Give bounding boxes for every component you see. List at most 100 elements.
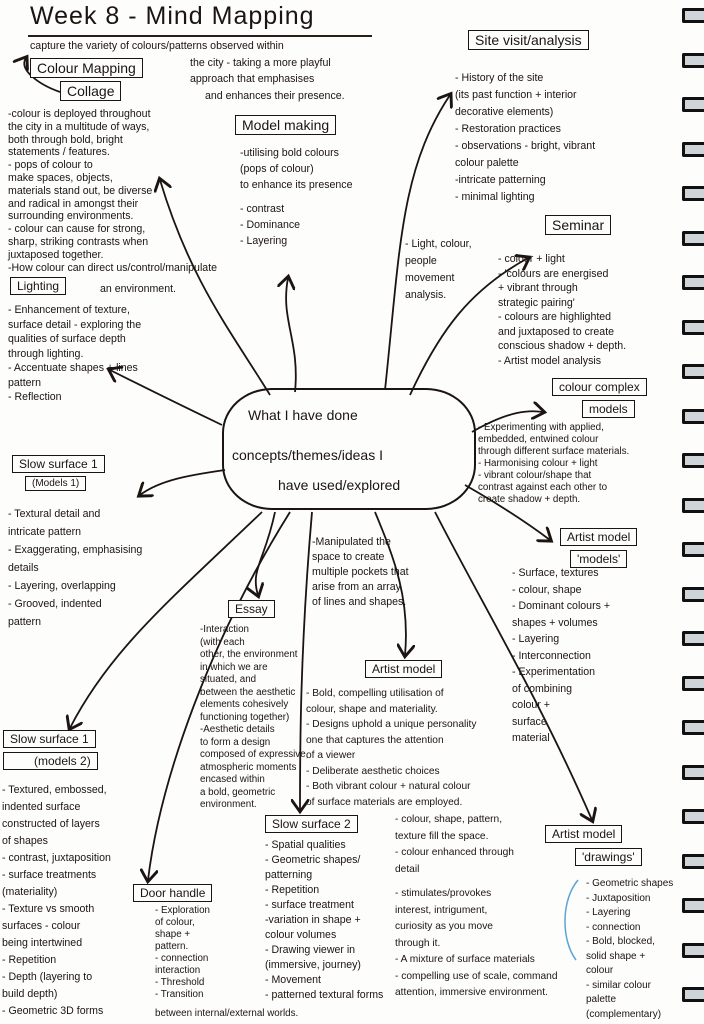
note-line: pattern.	[155, 941, 189, 952]
note-line: - Bold, compelling utilisation of	[306, 688, 444, 699]
note-line: intricate pattern	[8, 526, 82, 538]
note-line: - Accentuate shapes + lines	[8, 362, 138, 374]
note-line: - pops of colour to	[8, 159, 93, 172]
note-line: of a viewer	[306, 750, 356, 761]
binding-ring	[682, 453, 704, 468]
note-line: both through bold, bright	[8, 133, 123, 146]
note-line: one that captures the attention	[306, 734, 444, 746]
note-line: surface detail - exploring the	[8, 318, 142, 331]
intro-line-3: approach that emphasises	[190, 73, 315, 85]
note-line: being intertwined	[2, 937, 83, 949]
note-line: through different surface materials.	[478, 446, 630, 457]
node-slow-surface-1a-sub: (Models 1)	[25, 476, 87, 491]
note-line: to enhance its presence	[240, 179, 353, 191]
binding-ring	[682, 853, 704, 869]
binding-ring	[682, 8, 704, 23]
lighting-notes: - Enhancement of texture, surface detail …	[8, 303, 141, 405]
note-line: composed of expressive,	[200, 749, 309, 760]
binding-ring	[682, 408, 704, 424]
note-line: build depth)	[2, 988, 58, 1000]
connector-colour-mapping	[160, 180, 271, 396]
note-line: surrounding environments.	[8, 210, 134, 223]
seminar-notes: - colour + light- 'colours are energised…	[498, 252, 626, 368]
note-line: - Dominance	[240, 219, 301, 231]
note-line: - Textural detail and	[8, 508, 101, 520]
note-line: - Geometric 3D forms	[2, 1005, 104, 1017]
note-line: (immersive, journey)	[265, 959, 361, 971]
note-line: multiple pockets that	[312, 566, 409, 578]
central-cloud	[222, 388, 476, 510]
note-line: - Enhancement of texture,	[8, 304, 130, 316]
note-line: surface	[512, 715, 547, 728]
note-line: atmospheric moments	[200, 761, 297, 773]
center-line-1: What I have done	[248, 407, 358, 423]
note-line: - Reflection	[8, 391, 62, 403]
note-line: texture fill the space.	[395, 830, 489, 842]
note-line: - Transition	[155, 989, 204, 1000]
note-line: colour +	[512, 699, 550, 711]
note-line: constructed of layers	[2, 818, 100, 830]
note-line: - contrast, juxtaposition	[2, 852, 111, 864]
lighting-note-extra: an environment.	[100, 283, 176, 295]
note-line: - Texture vs smooth	[2, 903, 95, 915]
note-line: and radical in amongst their	[8, 197, 139, 210]
note-line: - Experimenting with applied,	[478, 422, 604, 433]
note-line: people	[405, 255, 437, 267]
note-line: of combining	[512, 682, 573, 695]
binding-ring	[682, 542, 704, 557]
note-line: conscious shadow + depth.	[498, 340, 627, 352]
note-line: -utilising bold colours	[240, 147, 339, 159]
note-line: situated, and	[200, 674, 257, 685]
connector-lighting	[110, 370, 223, 426]
note-line: colour palette	[455, 157, 519, 169]
connector-slow-surface-1b	[70, 511, 263, 728]
connector-artist-model-drawings	[434, 511, 592, 820]
note-line: - Both vibrant colour + natural colour	[306, 781, 471, 792]
node-slow-surface-1b-sub: (models 2)	[3, 752, 98, 770]
note-line: colour volumes	[265, 929, 337, 941]
note-line: - Designs uphold a unique personality	[306, 719, 477, 730]
note-line: - Exploration	[155, 905, 210, 916]
note-line: - Restoration practices	[455, 123, 561, 135]
node-artist-model-drawings: Artist model	[545, 825, 623, 843]
note-line: - Repetition	[265, 884, 320, 896]
binding-ring	[682, 186, 704, 201]
binding-ring	[682, 586, 704, 602]
note-line: in which we are	[200, 661, 268, 673]
note-line: strategic pairing'	[498, 296, 575, 309]
node-colour-complex-models: models	[582, 400, 635, 418]
binding-ring	[682, 497, 704, 513]
note-line: - colours are highlighted	[498, 311, 612, 323]
note-line: -colour is deployed throughout	[8, 108, 151, 120]
connector-model-making	[286, 278, 297, 393]
note-line: of colour,	[155, 917, 195, 928]
note-line: - Light, colour,	[405, 238, 472, 250]
note-line: a bold, geometric	[200, 786, 276, 798]
model-making-notes: -utilising bold colours(pops of colour)t…	[240, 145, 353, 249]
note-line: space to create	[312, 551, 385, 563]
note-line: analysis.	[405, 289, 447, 301]
note-line: between the aesthetic	[200, 686, 296, 698]
binding-ring	[682, 675, 704, 691]
binding-ring	[682, 230, 704, 246]
middle-column-notes: - colour, shape, pattern,texture fill th…	[395, 812, 558, 1002]
note-line: (with each	[200, 636, 245, 648]
note-line: - Artist model analysis	[498, 354, 602, 367]
note-line: - Threshold	[155, 977, 205, 988]
note-line: - contrast	[240, 203, 285, 215]
note-line: - observations - bright, vibrant	[455, 140, 596, 152]
node-collage: Collage	[60, 81, 122, 101]
node-artist-model-drawings-sub: 'drawings'	[575, 848, 642, 866]
note-line: - Movement	[265, 974, 321, 986]
binding-ring	[682, 364, 704, 379]
node-slow-surface-1b: Slow surface 1	[3, 730, 96, 748]
note-line: materials stand out, be diverse	[8, 184, 153, 197]
note-line: qualities of surface depth	[8, 333, 126, 345]
note-line: elements cohesively	[200, 699, 289, 710]
note-line: through it.	[395, 937, 441, 949]
connector-artist-model	[374, 511, 406, 655]
note-line: - surface treatment	[265, 899, 354, 911]
